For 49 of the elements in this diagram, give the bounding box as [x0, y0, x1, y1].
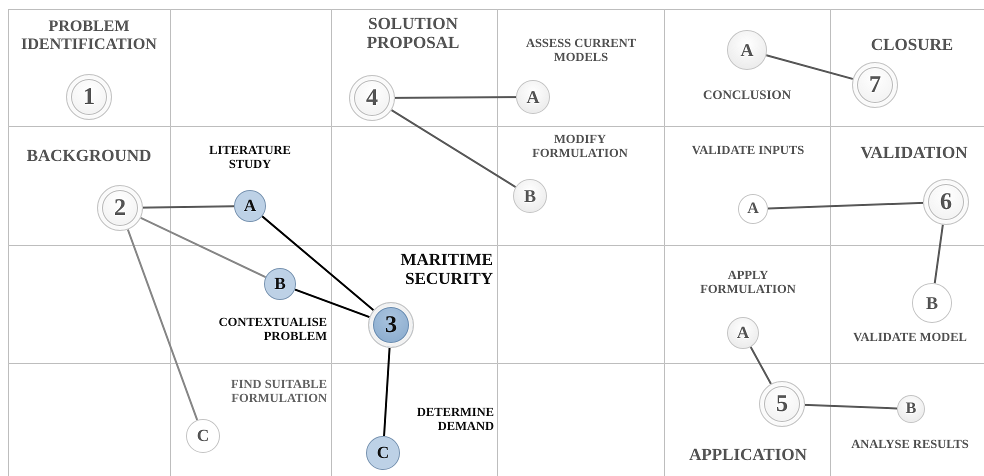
- phase-title: CLOSURE: [870, 35, 954, 54]
- step-circle: A: [727, 317, 759, 349]
- phase-title: BACKGROUND: [26, 146, 152, 166]
- step-circle: 6: [923, 179, 969, 225]
- step-circle: A: [516, 80, 550, 114]
- step-circle: C: [366, 436, 400, 470]
- connector-line: [395, 96, 516, 99]
- step-circle: 2: [97, 185, 143, 231]
- step-circle: B: [912, 283, 952, 323]
- step-circle: 5: [759, 381, 805, 427]
- step-caption: APPLY FORMULATION: [699, 268, 797, 296]
- connector-line: [126, 229, 198, 420]
- step-caption: LITERATURE STUDY: [208, 143, 292, 171]
- phase-title: VALIDATION: [859, 143, 969, 162]
- phase-title: PROBLEM IDENTIFICATION: [20, 18, 158, 54]
- connector-line: [140, 216, 266, 278]
- connector-line: [391, 109, 516, 188]
- step-circle: 7: [852, 62, 898, 108]
- connector-line: [750, 346, 772, 384]
- step-caption: CONTEXTUALISE PROBLEM: [218, 315, 327, 343]
- step-caption: CONCLUSION: [702, 88, 792, 103]
- connector-line: [934, 224, 944, 284]
- step-circle: A: [738, 194, 768, 224]
- step-circle: A: [234, 190, 266, 222]
- step-circle: 3: [368, 302, 414, 348]
- step-circle: A: [727, 30, 767, 70]
- step-circle: B: [513, 179, 547, 213]
- connector-line: [804, 404, 898, 410]
- connector-line: [766, 54, 854, 80]
- step-circle: B: [264, 268, 296, 300]
- step-caption: FIND SUITABLE FORMULATION: [230, 377, 327, 405]
- phase-title: MARITIME SECURITY: [399, 250, 493, 288]
- step-caption: DETERMINE DEMAND: [416, 405, 494, 433]
- step-circle: 4: [349, 75, 395, 121]
- step-caption: MODIFY FORMULATION: [531, 132, 629, 160]
- connector-line: [383, 348, 391, 436]
- phase-title: APPLICATION: [688, 445, 808, 464]
- step-caption: VALIDATE MODEL: [852, 330, 968, 344]
- step-caption: VALIDATE INPUTS: [690, 143, 806, 157]
- phase-title: SOLUTION PROPOSAL: [366, 14, 460, 52]
- step-circle: 1: [66, 74, 112, 120]
- step-caption: ANALYSE RESULTS: [850, 437, 970, 451]
- connector-line: [142, 205, 234, 209]
- connector-line: [294, 288, 370, 318]
- step-circle: B: [897, 395, 925, 423]
- step-circle: C: [186, 419, 220, 453]
- connector-line: [262, 216, 374, 311]
- connector-line: [768, 202, 924, 210]
- step-caption: ASSESS CURRENT MODELS: [524, 36, 638, 64]
